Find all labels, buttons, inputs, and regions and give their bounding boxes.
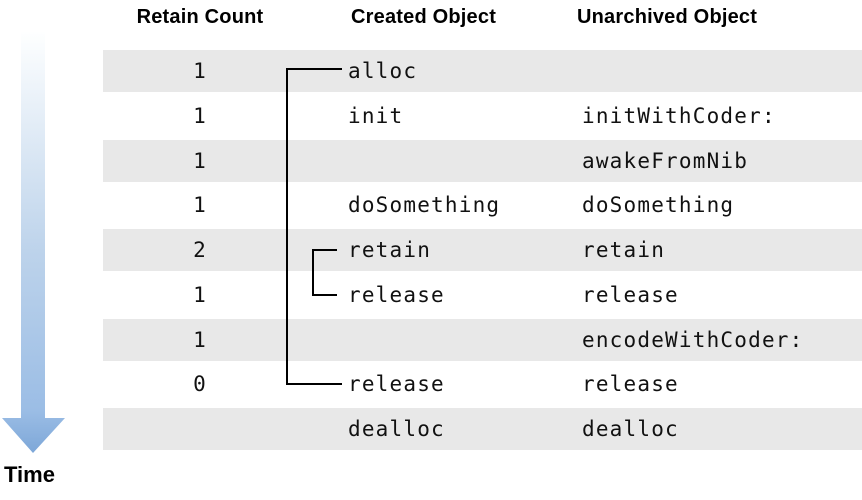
- unarchived-object-cell: initWithCoder:: [582, 103, 776, 128]
- retain-count-cell: 1: [193, 59, 207, 83]
- created-object-cell: init: [348, 103, 404, 128]
- unarchived-object-cell: doSomething: [582, 193, 735, 218]
- unarchived-object-cell: encodeWithCoder:: [582, 327, 804, 352]
- column-header-created-object: Created Object: [351, 6, 497, 28]
- created-object-cell: retain: [348, 238, 432, 262]
- unarchived-object-cell: dealloc: [582, 417, 679, 441]
- unarchived-object-cell: awakeFromNib: [582, 148, 749, 173]
- created-object-cell: doSomething: [348, 193, 501, 218]
- table-row: 1 awakeFromNib: [103, 139, 862, 182]
- column-header-retain-count: Retain Count: [136, 6, 264, 28]
- unarchived-object-cell: release: [582, 372, 679, 397]
- time-axis-label: Time: [4, 462, 55, 487]
- created-object-cell: release: [348, 282, 445, 307]
- table-row: 1 encodeWithCoder:: [103, 318, 862, 361]
- retain-count-cell: 1: [193, 148, 207, 173]
- created-object-cell: dealloc: [348, 417, 445, 441]
- table-row: 0 release release: [103, 363, 862, 405]
- unarchived-object-cell: retain: [582, 238, 666, 262]
- table-row: 1 alloc: [103, 50, 862, 92]
- retain-count-cell: 0: [193, 372, 207, 397]
- retain-count-cell: 1: [193, 327, 207, 352]
- retain-count-cell: 1: [193, 103, 207, 128]
- table-row: 2 retain retain: [103, 229, 862, 271]
- unarchived-object-cell: release: [582, 282, 679, 307]
- time-arrow-icon: [2, 32, 65, 453]
- table-row: 1 doSomething doSomething: [103, 184, 862, 226]
- retain-count-cell: [103, 408, 297, 450]
- created-object-cell: release: [348, 372, 445, 397]
- column-header-unarchived-object: Unarchived Object: [577, 6, 758, 28]
- table-row: dealloc dealloc: [103, 408, 862, 450]
- table-row: 1 init initWithCoder:: [103, 95, 862, 137]
- retain-count-cell: 1: [193, 193, 207, 218]
- created-object-cell: alloc: [348, 59, 418, 83]
- retain-count-cell: 2: [193, 238, 207, 262]
- retain-count-cell: 1: [193, 282, 207, 307]
- table-row: 1 release release: [103, 274, 862, 316]
